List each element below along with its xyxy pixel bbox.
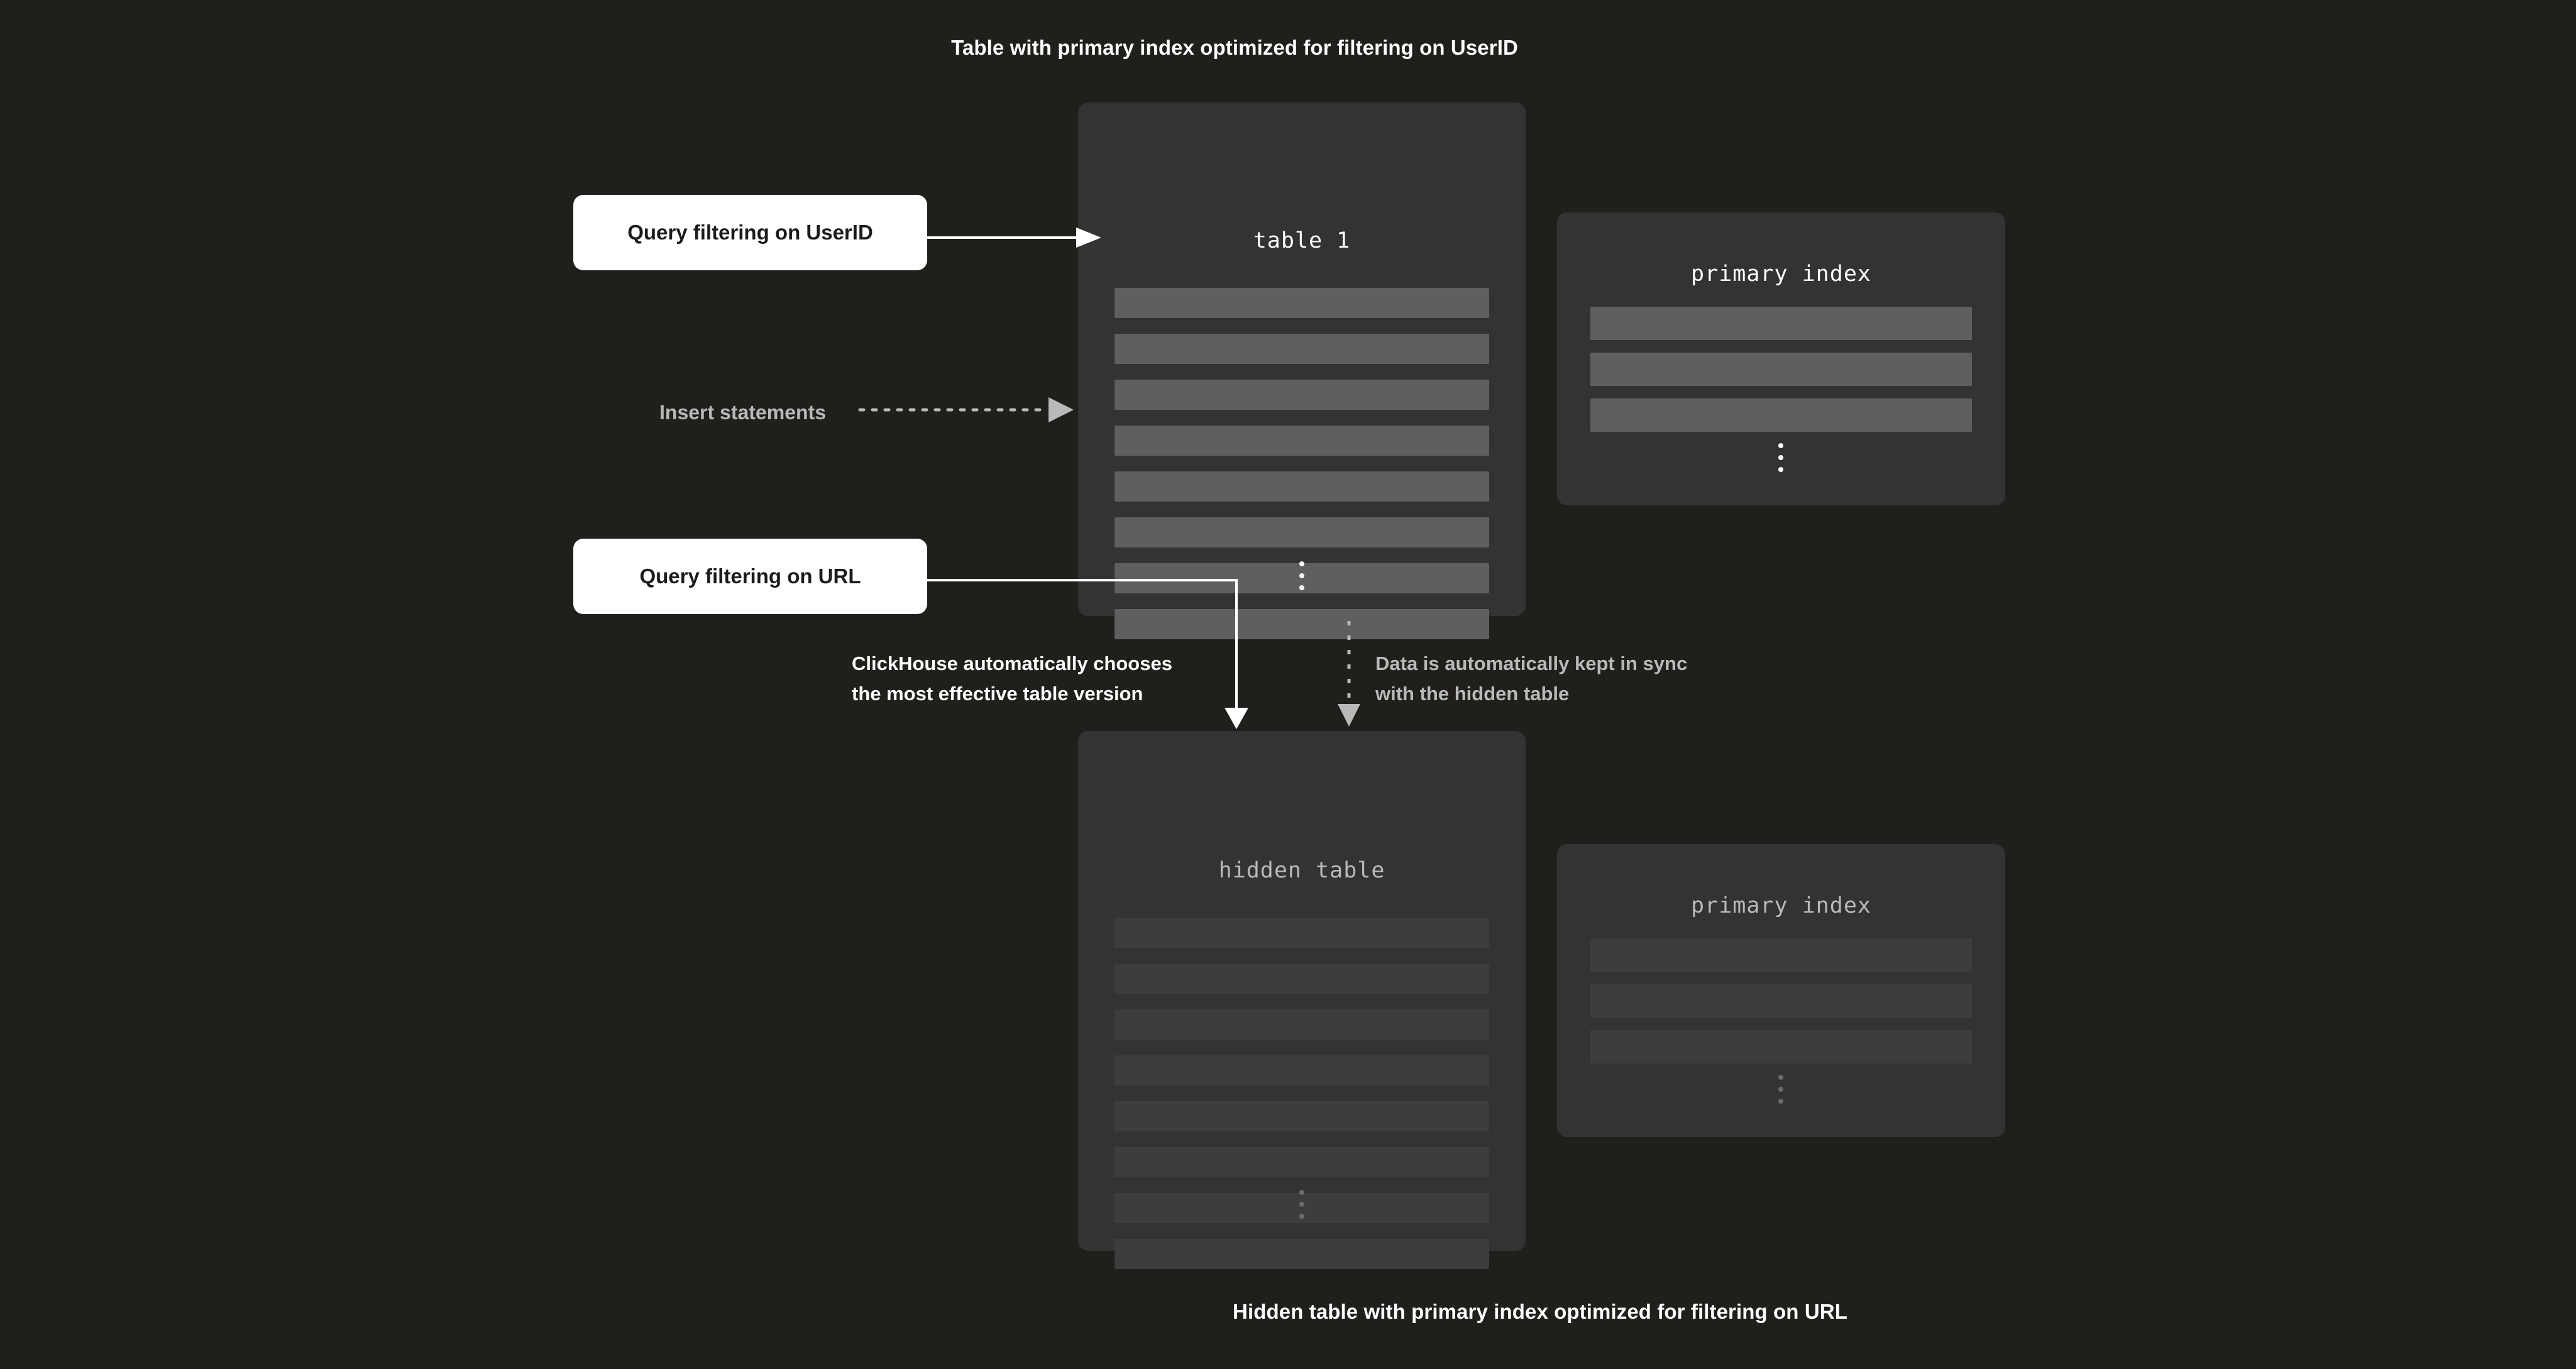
query-filtering-on-userid-box[interactable]: Query filtering on UserID <box>573 195 927 270</box>
index-row <box>1590 938 1972 972</box>
primary-index-bottom-rows <box>1557 938 2005 1076</box>
index-row <box>1590 353 1972 386</box>
query-filtering-on-url-label: Query filtering on URL <box>639 564 861 588</box>
index-row <box>1590 1030 1972 1064</box>
table-row <box>1115 426 1489 456</box>
table-row <box>1115 288 1489 318</box>
table-row <box>1115 517 1489 547</box>
query-filtering-on-url-box[interactable]: Query filtering on URL <box>573 539 927 614</box>
top-caption: Table with primary index optimized for f… <box>951 36 1518 59</box>
table-row <box>1115 380 1489 410</box>
primary-index-top-rows <box>1557 307 2005 444</box>
query-filtering-on-userid-label: Query filtering on UserID <box>627 221 873 244</box>
clickhouse-chooses-label: ClickHouse automatically chooses the mos… <box>852 652 1172 705</box>
insert-statements-label: Insert statements <box>659 401 826 424</box>
primary-index-bottom-title: primary index <box>1691 893 1871 918</box>
table-row <box>1115 334 1489 364</box>
index-row <box>1590 307 1972 340</box>
connector-query-userid-to-table1 <box>927 228 1101 248</box>
bottom-caption: Hidden table with primary index optimize… <box>1233 1300 1847 1323</box>
index-row <box>1590 984 1972 1018</box>
table-1-ellipsis-icon <box>1299 561 1304 590</box>
table-1-rows <box>1078 288 1526 655</box>
table-row <box>1115 1147 1489 1177</box>
table-row <box>1115 918 1489 948</box>
table-row <box>1115 1101 1489 1131</box>
hidden-table-card: hidden table <box>1078 731 1526 1269</box>
index-row <box>1590 399 1972 432</box>
hidden-table-rows <box>1078 918 1526 1285</box>
primary-index-top-ellipsis-icon <box>1778 443 1783 472</box>
hidden-table-title: hidden table <box>1218 858 1385 883</box>
primary-index-top-card: primary index <box>1557 212 2005 505</box>
table-1-card: table 1 <box>1078 102 1526 639</box>
table-row <box>1115 471 1489 502</box>
primary-index-top-title: primary index <box>1691 261 1871 287</box>
kept-in-sync-label: Data is automatically kept in sync with … <box>1375 652 1688 705</box>
table-row <box>1115 609 1489 639</box>
table-row <box>1115 1239 1489 1269</box>
primary-index-bottom-ellipsis-icon <box>1778 1075 1783 1104</box>
table-1-title: table 1 <box>1253 228 1351 253</box>
table-row <box>1115 1055 1489 1086</box>
table-row <box>1115 964 1489 994</box>
connector-insert-statements-to-table1 <box>858 397 1074 422</box>
table-row <box>1115 1009 1489 1040</box>
hidden-table-ellipsis-icon <box>1299 1190 1304 1219</box>
